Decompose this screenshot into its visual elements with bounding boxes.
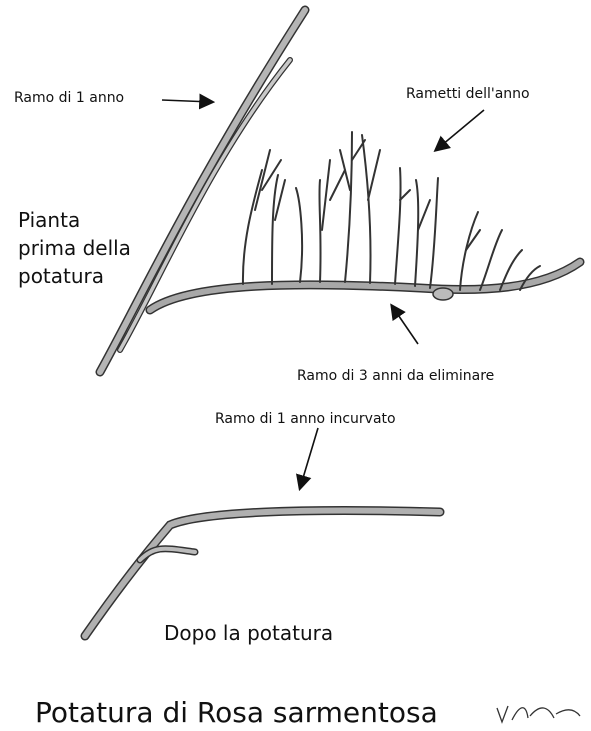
label-rametti: Rametti dell'anno: [406, 86, 530, 102]
label-dopo-potatura: Dopo la potatura: [164, 619, 333, 647]
label-pianta-line3: potatura: [18, 262, 178, 290]
label-pianta-line2: prima della: [18, 234, 178, 262]
arrow-ramo-incurvato: [300, 428, 318, 488]
label-pianta-line1: Pianta: [18, 206, 178, 234]
three-year-branch: [150, 262, 580, 310]
signature: [497, 706, 580, 722]
page-title: Potatura di Rosa sarmentosa: [35, 696, 438, 729]
label-ramo-3-anni: Ramo di 3 anni da eliminare: [297, 368, 494, 384]
label-ramo-incurvato: Ramo di 1 anno incurvato: [215, 411, 396, 427]
arrow-ramo-1-anno: [162, 100, 212, 102]
curved-cane: [85, 511, 440, 636]
arrow-ramo-3-anni: [392, 306, 418, 344]
label-ramo-1-anno: Ramo di 1 anno: [14, 90, 124, 106]
arrow-rametti: [436, 110, 484, 150]
shoots-of-the-year: [243, 132, 540, 290]
label-pianta-prima: Pianta prima della potatura: [18, 206, 178, 290]
